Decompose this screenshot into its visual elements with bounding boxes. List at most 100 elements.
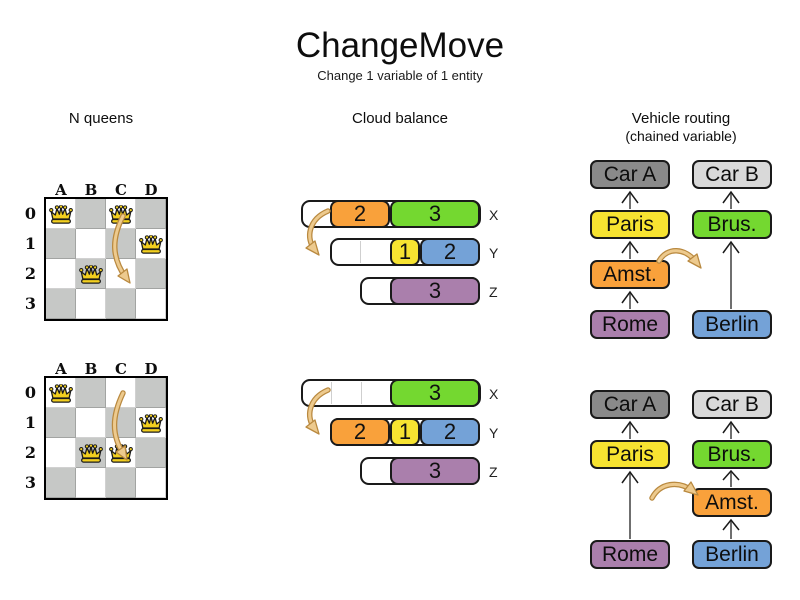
board-cell: [106, 289, 136, 319]
capacity-divider: [361, 382, 362, 404]
vehicle-box-rome-before: Rome: [590, 310, 670, 339]
computer-label: Z: [489, 284, 498, 300]
board-cell: [46, 259, 76, 289]
cloud-bar-z-after: 3: [360, 457, 480, 485]
queen-icon: [138, 235, 164, 255]
board-cell: [106, 378, 136, 408]
board-cell: [136, 378, 166, 408]
board-cell: [106, 229, 136, 259]
computer-label: Y: [489, 425, 499, 441]
board-cell: [136, 438, 166, 468]
queen-icon: [108, 444, 134, 464]
board-cell: [76, 289, 106, 319]
cloud-bar-y-after: 2 1 2: [330, 418, 480, 446]
board-cell: [46, 468, 76, 498]
vehicle-subheading: (chained variable): [625, 128, 737, 144]
process-block: 2: [420, 418, 480, 446]
cloud-bar-z-before: 3: [360, 277, 480, 305]
vehicle-box-brus-before: Brus.: [692, 210, 772, 239]
computer-label: Y: [489, 245, 499, 261]
board-cell: [136, 468, 166, 498]
board-cell: [46, 289, 76, 319]
process-block: 3: [390, 457, 480, 485]
board-cell: [46, 438, 76, 468]
cloud-bar-x-after: 3: [301, 379, 481, 407]
board-cell: [136, 289, 166, 319]
column-label: B: [84, 181, 98, 199]
row-label: 0: [24, 204, 36, 223]
board-cell: [106, 259, 136, 289]
process-block: 2: [330, 200, 390, 228]
board-cell: [136, 259, 166, 289]
column-label: C: [115, 181, 127, 199]
row-label: 0: [24, 383, 36, 402]
row-label: 1: [24, 234, 36, 253]
process-block: 2: [330, 418, 390, 446]
page-title: ChangeMove: [295, 26, 505, 65]
row-label: 1: [24, 413, 36, 432]
capacity-divider: [360, 241, 361, 263]
board-cell: [46, 408, 76, 438]
board-cell: [46, 378, 76, 408]
queen-icon: [48, 384, 74, 404]
column-label: D: [144, 181, 158, 199]
vehicle-box-car-a-before: Car A: [590, 160, 670, 189]
queen-icon: [78, 265, 104, 285]
computer-label: X: [489, 386, 499, 402]
board-cell: [106, 468, 136, 498]
column-label: A: [55, 360, 67, 378]
board-cell: [76, 438, 106, 468]
queen-icon: [48, 205, 74, 225]
column-label: B: [84, 360, 98, 378]
board-cell: [46, 229, 76, 259]
cloud-bar-y-before: 1 2: [330, 238, 480, 266]
vehicle-box-car-b-after: Car B: [692, 390, 772, 419]
board-cell: [106, 199, 136, 229]
board-cell: [76, 259, 106, 289]
board-cell: [136, 199, 166, 229]
computer-label: X: [489, 207, 499, 223]
board-cell: [76, 378, 106, 408]
vehicle-box-berlin-after: Berlin: [692, 540, 772, 569]
row-label: 2: [24, 264, 36, 283]
row-label: 3: [24, 473, 36, 492]
queen-icon: [108, 205, 134, 225]
board-cell: [76, 408, 106, 438]
vehicle-box-rome-after: Rome: [590, 540, 670, 569]
board-cell: [136, 408, 166, 438]
queen-icon: [78, 444, 104, 464]
queen-icon: [138, 414, 164, 434]
computer-label: Z: [489, 464, 498, 480]
row-label: 3: [24, 294, 36, 313]
process-block: 2: [420, 238, 480, 266]
process-block: 3: [390, 200, 480, 228]
vehicle-box-car-b-before: Car B: [692, 160, 772, 189]
process-block: 3: [390, 277, 480, 305]
vehicle-box-paris-after: Paris: [590, 440, 670, 469]
column-label: D: [144, 360, 158, 378]
process-block: 1: [390, 418, 420, 446]
board-cell: [76, 229, 106, 259]
board-cell: [106, 408, 136, 438]
board-cell: [136, 229, 166, 259]
vehicle-box-brus-after: Brus.: [692, 440, 772, 469]
capacity-divider: [331, 382, 332, 404]
vehicle-box-paris-before: Paris: [590, 210, 670, 239]
column-label: A: [55, 181, 67, 199]
vehicle-box-amst-after: Amst.: [692, 488, 772, 517]
vehicle-box-car-a-after: Car A: [590, 390, 670, 419]
vehicle-box-berlin-before: Berlin: [692, 310, 772, 339]
page-subtitle: Change 1 variable of 1 entity: [317, 68, 483, 83]
column-label: C: [115, 360, 127, 378]
cloud-bar-x-before: 2 3: [301, 200, 481, 228]
row-label: 2: [24, 443, 36, 462]
board-cell: [76, 468, 106, 498]
nqueens-board-before: [44, 197, 168, 321]
board-cell: [46, 199, 76, 229]
board-cell: [106, 438, 136, 468]
nqueens-heading: N queens: [68, 110, 134, 127]
vehicle-heading: Vehicle routing: [631, 110, 731, 127]
board-cell: [76, 199, 106, 229]
cloud-heading: Cloud balance: [352, 110, 448, 127]
